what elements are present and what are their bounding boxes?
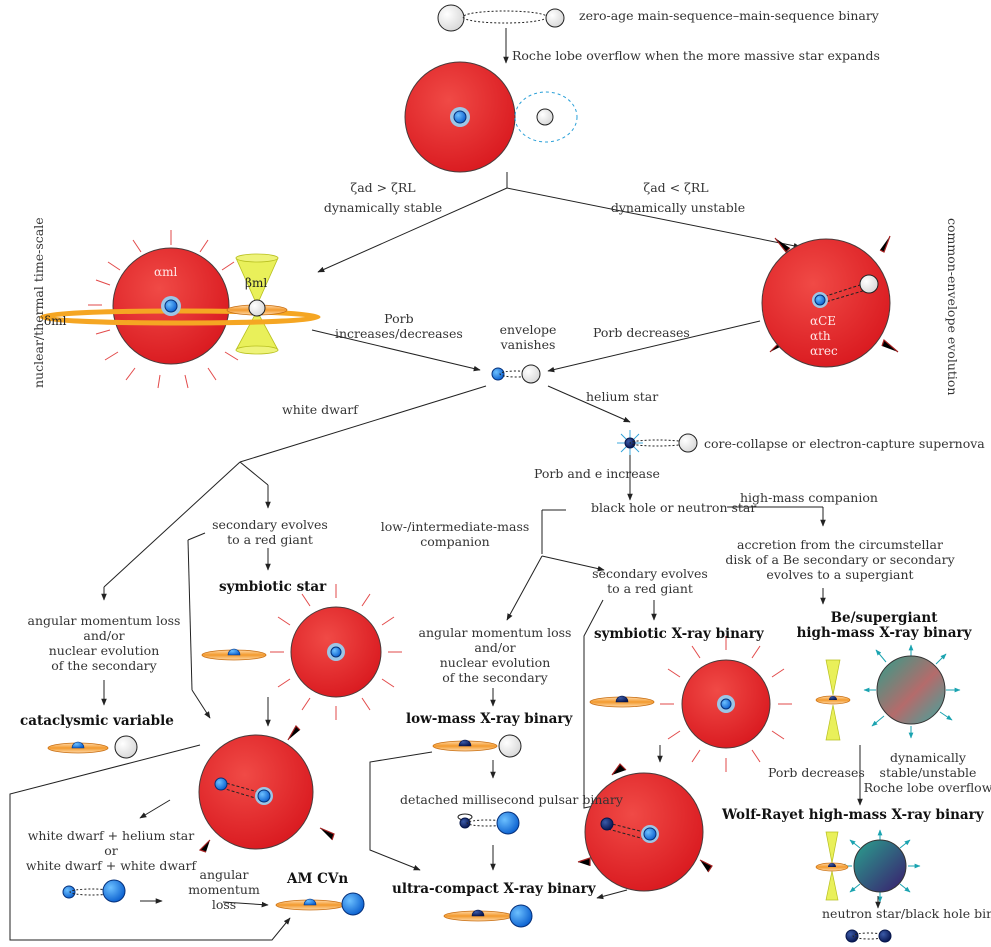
label-lmxb: low-mass X-ray binary: [406, 711, 573, 727]
label-white-dwarf: white dwarf: [282, 402, 358, 417]
mass-loss-giant: [39, 230, 321, 389]
label-bh-ns: black hole or neutron star: [591, 500, 757, 515]
zams-binary: [437, 4, 565, 32]
label-hmxb: Be/supergiant high-mass X-ray binary: [796, 610, 972, 641]
label-ucxb: ultra-compact X-ray binary: [392, 881, 596, 897]
post-envelope-binary: [491, 364, 541, 384]
label-amloss-1: angular momentum loss and/or nuclear evo…: [27, 613, 181, 673]
symbiotic-star-system: [201, 584, 402, 720]
cataclysmic-variable-system: [47, 735, 138, 759]
be-hmxb-system: [815, 644, 961, 741]
label-porb-dec2: Porb decreases: [768, 765, 865, 780]
label-rlof: Roche lobe overflow when the more massiv…: [512, 48, 880, 63]
label-ns-bh: neutron star/black hole binary: [822, 906, 991, 921]
label-high-mass-companion: high-mass companion: [740, 490, 878, 505]
label-wd-combos: white dwarf + helium star or white dwarf…: [25, 828, 197, 873]
label-alpha-ml: αml: [154, 265, 178, 279]
label-porb-right: Porb decreases: [593, 325, 690, 340]
ucxb-system: [443, 904, 533, 928]
label-amloss-2: angular momentum loss and/or nuclear evo…: [418, 625, 572, 685]
label-porb-e: Porb and e increase: [534, 466, 660, 481]
label-alpha-rec: αrec: [810, 344, 838, 358]
symbiotic-xrb-system: [589, 636, 792, 772]
label-sec-red-giant-2: secondary evolves to a red giant: [592, 566, 708, 596]
wd-helium-binary: [62, 879, 126, 903]
label-delta-ml: δml: [44, 314, 67, 328]
label-am-loss: angular momentum loss: [188, 867, 260, 912]
supernova-binary: [617, 430, 698, 456]
lmxb-system: [432, 734, 522, 758]
label-zeta-stable: ζad > ζRL: [350, 180, 416, 195]
label-cv: cataclysmic variable: [20, 713, 174, 729]
am-cvn-system: [275, 892, 365, 916]
arrow-unstable: [506, 187, 801, 249]
label-zams: zero-age main-sequence–main-sequence bin…: [579, 8, 879, 23]
label-helium-star: helium star: [586, 389, 659, 404]
label-beta-ml: βml: [245, 276, 268, 290]
label-supernova: core-collapse or electron-capture supern…: [704, 436, 985, 451]
label-sec-red-giant-1: secondary evolves to a red giant: [212, 517, 328, 547]
rlof-giant: [404, 61, 578, 173]
label-alpha-th: αth: [810, 329, 831, 343]
arrow-stable: [317, 187, 508, 273]
label-wr-xrb: Wolf-Rayet high-mass X-ray binary: [722, 807, 984, 823]
label-alpha-ce: αCE: [810, 314, 837, 328]
label-nuclear-timescale: nuclear/thermal time-scale: [31, 217, 46, 388]
wd-common-envelope-giant: [198, 725, 335, 853]
msp-binary: [457, 811, 520, 835]
label-envelope-vanishes: envelope vanishes: [499, 322, 557, 352]
label-symbiotic-star: symbiotic star: [219, 579, 327, 595]
ns-common-envelope-giant: [577, 763, 713, 892]
label-accretion: accretion from the circumstellar disk of…: [725, 537, 955, 582]
label-dyn-unstable: dynamically unstable: [610, 200, 746, 215]
label-am-cvn: AM CVn: [287, 871, 349, 887]
label-msp: detached millisecond pulsar binary: [400, 792, 623, 807]
label-low-int-companion: low-/intermediate-mass companion: [380, 519, 530, 549]
label-dyn-stable: dynamically stable: [323, 200, 443, 215]
ns-bh-binary: [845, 929, 892, 943]
label-dyn-rlof: dynamically stable/unstable Roche lobe o…: [863, 750, 991, 795]
label-zeta-unstable: ζad < ζRL: [643, 180, 709, 195]
label-symbiotic-xrb: symbiotic X-ray binary: [594, 626, 764, 642]
label-common-envelope: common-envelope evolution: [945, 218, 960, 396]
common-envelope-giant: [761, 235, 899, 368]
wr-hmxb-system: [815, 829, 921, 903]
label-porb-left: Porb increases/decreases: [335, 311, 463, 341]
